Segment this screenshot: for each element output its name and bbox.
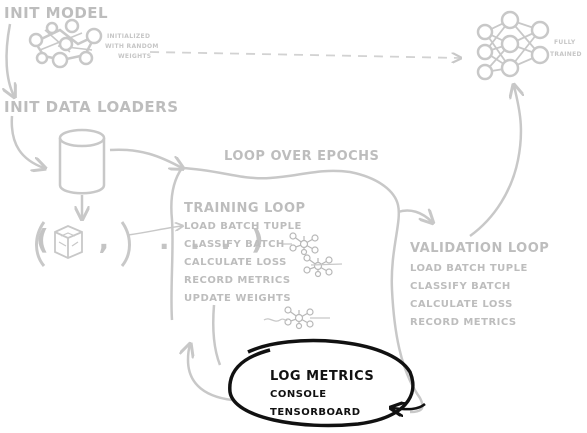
arrow-validation-to-log <box>392 404 426 409</box>
small-network-icon <box>284 306 314 330</box>
validation-step-1: LOAD BATCH TUPLE <box>410 263 528 274</box>
tuple-label: ( , ...) <box>36 223 284 256</box>
init-model-label: INIT MODEL <box>4 4 109 22</box>
random-network-icon <box>28 18 103 69</box>
validation-step-2: CLASSIFY BATCH <box>410 281 511 292</box>
arrow-loaders-to-db <box>10 115 44 168</box>
validation-step-3: CALCULATE LOSS <box>410 299 513 310</box>
training-step-1: LOAD BATCH TUPLE <box>184 221 302 232</box>
arrow-to-validation <box>397 210 432 222</box>
arrow-tuple-to-training <box>127 226 182 236</box>
init-data-loaders-label: INIT DATA LOADERS <box>4 98 179 116</box>
fully-trained-line-1: FULLY <box>554 39 576 46</box>
arrow-validation-to-trained <box>469 86 521 238</box>
arrow-log-back-to-training <box>188 345 233 402</box>
small-network-icon <box>289 232 319 256</box>
log-metrics-console: CONSOLE <box>270 389 327 400</box>
arrow-db-to-loop <box>109 148 182 168</box>
fully-trained-line-2: TRAINED <box>550 51 582 58</box>
small-network-icon <box>303 254 333 278</box>
arrow-training-to-log <box>212 304 222 366</box>
loop-over-epochs-label: LOOP OVER EPOCHS <box>224 149 380 164</box>
log-metrics-title: LOG METRICS <box>270 369 375 384</box>
training-step-3: CALCULATE LOSS <box>184 257 287 268</box>
training-step-4: RECORD METRICS <box>184 275 291 286</box>
trained-network-icon <box>476 10 550 81</box>
database-icon <box>58 128 106 195</box>
init-note-line-2: WITH RANDOM <box>105 43 159 50</box>
log-metrics-outline <box>228 338 415 428</box>
init-note-line-1: INITIALIZED <box>107 33 151 40</box>
validation-step-4: RECORD METRICS <box>410 317 517 328</box>
training-loop-title: TRAINING LOOP <box>184 201 306 216</box>
init-note-line-3: WEIGHTS <box>118 53 152 60</box>
training-step-2: CLASSIFY BATCH <box>184 239 285 250</box>
cube-icon <box>54 225 83 259</box>
arrow-model-to-loaders <box>7 23 14 96</box>
training-step-5: UPDATE WEIGHTS <box>184 293 292 304</box>
epoch-loop-path <box>181 166 424 414</box>
validation-loop-title: VALIDATION LOOP <box>410 241 550 256</box>
training-progress-arrow <box>149 51 460 58</box>
log-metrics-tensorboard: TENSORBOARD <box>270 407 361 418</box>
